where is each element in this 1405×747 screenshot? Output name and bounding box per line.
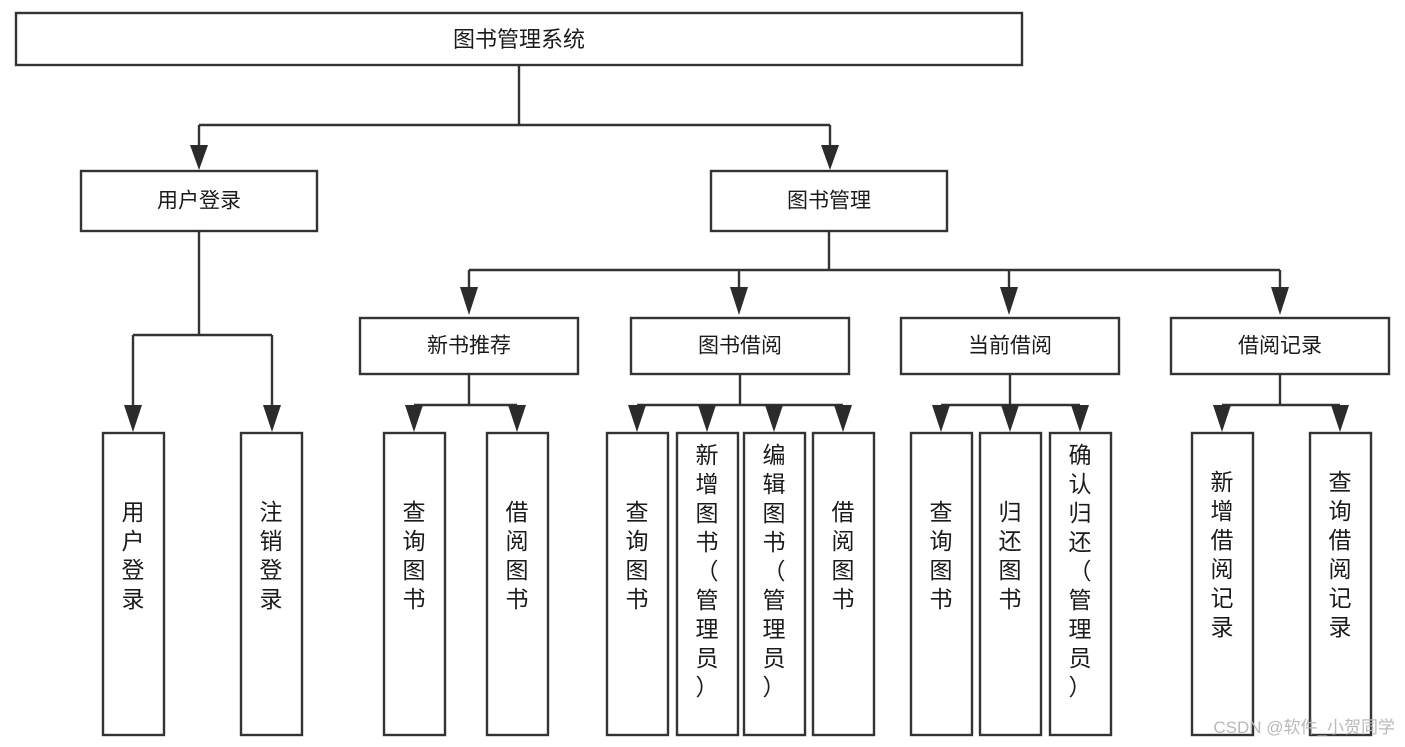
leaf-user-logout-label: 注销登录 — [260, 499, 283, 612]
leaf-edit-book-box — [742, 431, 807, 737]
node-borrow-record-label: 借阅记录 — [1238, 335, 1322, 358]
leaf-user-logout-box — [239, 431, 304, 737]
leaf-query-book-3-label: 查询图书 — [930, 499, 953, 612]
node-book-manage-label: 图书管理 — [787, 190, 871, 213]
arrow-leaf-user-login — [124, 405, 142, 432]
leaf-add-book-label: 新增图书（管理员） — [696, 442, 719, 700]
arrow-leaf-query-record — [1331, 405, 1349, 432]
node-user-login-label: 用户登录 — [157, 190, 241, 213]
leaf-query-record[interactable]: 查询借阅记录 — [1308, 431, 1373, 737]
node-book-borrow-label: 图书借阅 — [698, 335, 782, 358]
leaf-return-book-box — [978, 431, 1043, 737]
leaf-confirm-return-label: 确认归还（管理员） — [1069, 442, 1092, 700]
arrow-leaf-confirm-return — [1071, 405, 1089, 432]
node-current-borrow-label: 当前借阅 — [968, 335, 1052, 358]
leaf-query-book-2[interactable]: 查询图书 — [605, 431, 670, 737]
leaf-user-login-box — [101, 431, 166, 737]
arrow-leaf-return-book — [1001, 405, 1019, 432]
leaf-query-book-3[interactable]: 查询图书 — [909, 431, 974, 737]
arrow-leaf-user-logout — [263, 405, 281, 432]
leaf-borrow-book-1-label: 借阅图书 — [506, 499, 529, 612]
leaf-edit-book[interactable]: 编辑图书（管理员） — [742, 431, 807, 737]
leaf-borrow-book-1[interactable]: 借阅图书 — [485, 431, 550, 737]
node-new-book-recommend-label: 新书推荐 — [427, 335, 511, 358]
node-current-borrow[interactable]: 当前借阅 — [899, 316, 1121, 376]
leaf-add-record[interactable]: 新增借阅记录 — [1190, 431, 1255, 737]
leaf-query-record-label: 查询借阅记录 — [1329, 469, 1352, 640]
arrow-new-book-recommend — [460, 287, 478, 315]
leaf-user-login-label: 用户登录 — [122, 499, 145, 612]
leaf-borrow-book-2-label: 借阅图书 — [832, 499, 855, 612]
leaf-confirm-return[interactable]: 确认归还（管理员） — [1048, 431, 1113, 737]
arrow-user-login — [190, 145, 208, 170]
node-borrow-record[interactable]: 借阅记录 — [1169, 316, 1391, 376]
arrow-book-borrow — [730, 287, 748, 315]
arrow-leaf-query-book-3 — [932, 405, 950, 432]
arrow-leaf-query-book-2 — [628, 405, 646, 432]
node-current-borrow-box — [899, 316, 1121, 376]
node-root[interactable]: 图书管理系统 — [14, 11, 1024, 67]
leaf-query-book-1-label: 查询图书 — [403, 499, 426, 612]
leaf-return-book-label: 归还图书 — [999, 499, 1022, 612]
connector-user-login-to-leaves — [124, 231, 281, 432]
connector-new-book-to-leaves — [405, 374, 526, 432]
csdn-watermark: CSDN @软件_小贺同学 — [1213, 718, 1395, 737]
leaf-query-book-3-box — [909, 431, 974, 737]
node-book-borrow[interactable]: 图书借阅 — [629, 316, 851, 376]
node-book-manage[interactable]: 图书管理 — [709, 169, 949, 233]
leaf-add-record-label: 新增借阅记录 — [1211, 469, 1234, 640]
leaf-user-logout[interactable]: 注销登录 — [239, 431, 304, 737]
leaf-query-book-1-box — [382, 431, 447, 737]
leaf-query-book-2-label: 查询图书 — [626, 499, 649, 612]
arrow-leaf-query-book-1 — [405, 405, 423, 432]
connector-borrow-record-to-leaves — [1213, 374, 1349, 432]
leaf-confirm-return-box — [1048, 431, 1113, 737]
node-book-manage-box — [709, 169, 949, 233]
arrow-leaf-edit-book — [765, 405, 783, 432]
leaf-return-book[interactable]: 归还图书 — [978, 431, 1043, 737]
node-book-borrow-box — [629, 316, 851, 376]
connector-book-borrow-to-leaves — [628, 374, 852, 432]
node-new-book-recommend[interactable]: 新书推荐 — [358, 316, 580, 376]
connector-book-manage-to-level2 — [460, 231, 1289, 315]
leaf-edit-book-label: 编辑图书（管理员） — [763, 442, 786, 700]
arrow-current-borrow — [1000, 287, 1018, 315]
arrow-leaf-add-book — [698, 405, 716, 432]
arrow-leaf-borrow-book-1 — [508, 405, 526, 432]
connector-root-to-level1 — [190, 65, 839, 170]
leaf-add-book-box — [675, 431, 740, 737]
leaf-user-login[interactable]: 用户登录 — [101, 431, 166, 737]
arrow-book-manage — [821, 145, 839, 170]
node-borrow-record-box — [1169, 316, 1391, 376]
leaf-add-record-box — [1190, 431, 1255, 737]
connector-current-borrow-to-leaves — [932, 374, 1089, 432]
arrow-leaf-borrow-book-2 — [834, 405, 852, 432]
node-root-box — [14, 11, 1024, 67]
node-user-login[interactable]: 用户登录 — [79, 169, 319, 233]
leaf-query-book-1[interactable]: 查询图书 — [382, 431, 447, 737]
arrow-leaf-add-record — [1213, 405, 1231, 432]
arrow-borrow-record — [1271, 287, 1289, 315]
leaf-borrow-book-2[interactable]: 借阅图书 — [811, 431, 876, 737]
leaf-borrow-book-2-box — [811, 431, 876, 737]
leaf-borrow-book-1-box — [485, 431, 550, 737]
node-root-label: 图书管理系统 — [453, 27, 585, 52]
node-new-book-recommend-box — [358, 316, 580, 376]
leaf-add-book[interactable]: 新增图书（管理员） — [675, 431, 740, 737]
leaf-query-book-2-box — [605, 431, 670, 737]
leaf-query-record-box — [1308, 431, 1373, 737]
